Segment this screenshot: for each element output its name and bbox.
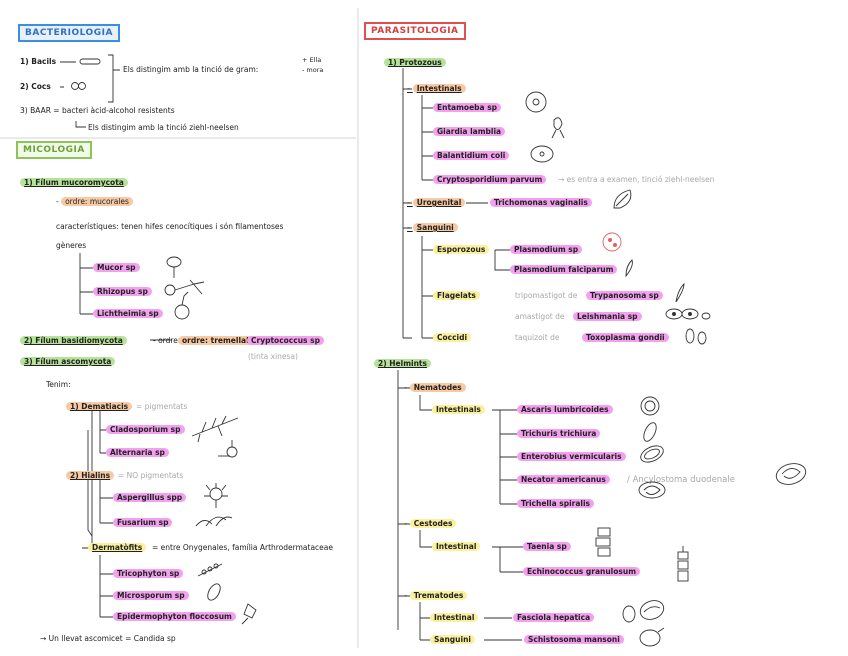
flagellate-sketch-icon bbox=[665, 282, 711, 320]
generes-label: gèneres bbox=[56, 241, 87, 250]
tricophyton: Tricophyton sp bbox=[113, 569, 184, 578]
esporozous: Esporozous bbox=[433, 245, 490, 254]
dematiacis: 1) Dematiacis bbox=[66, 402, 133, 411]
trichomonas: Trichomonas vaginalis bbox=[490, 198, 592, 207]
cladosporium: Cladosporium sp bbox=[106, 425, 185, 434]
ordre-mucorales: ordre: mucorales bbox=[61, 197, 133, 206]
rhizopus: Rhizopus sp bbox=[93, 287, 152, 296]
leishmania: Leishmania sp bbox=[573, 312, 642, 321]
giardia: Giardia lamblia bbox=[433, 127, 506, 136]
dematiacis-note: = pigmentats bbox=[136, 402, 188, 411]
protozoa-sketch-icon bbox=[525, 91, 565, 163]
necator: Necator americanus bbox=[517, 475, 610, 484]
cestodes-intestinal: Intestinal bbox=[432, 542, 481, 551]
aspergillus: Aspergillus spp bbox=[113, 493, 187, 502]
mucor: Mucor sp bbox=[93, 263, 140, 272]
protozous: 1) Protozous bbox=[384, 58, 446, 67]
dermatophyte-sketch-icon bbox=[197, 563, 257, 625]
nematode-eggs-sketch-icon bbox=[638, 396, 666, 499]
trichuris: Trichuris trichiura bbox=[517, 429, 601, 438]
entamoeba: Entamoeba sp bbox=[433, 103, 502, 112]
plasmodium-sketch-icon bbox=[602, 232, 633, 278]
gram-note: Els distingim amb la tinció de gram: bbox=[123, 65, 259, 74]
trichomonas-sketch-icon bbox=[613, 189, 632, 209]
micologia-title: MICOLOGIA bbox=[16, 141, 92, 159]
trematodes-intestinal: Intestinal bbox=[430, 613, 479, 622]
parasitologia-title: PARASITOLOGIA bbox=[364, 22, 466, 40]
fusarium: Fusarium sp bbox=[113, 518, 173, 527]
coccidi: Coccidi bbox=[433, 333, 472, 342]
echinococcus: Echinococcus granulosum bbox=[523, 567, 641, 576]
gram-positive: + Ella bbox=[302, 56, 322, 64]
cryptosporidium-note: → es entra a examen, tinció ziehl-neelse… bbox=[558, 175, 715, 184]
ordre-label: - ordre: bbox=[153, 336, 181, 345]
toxoplasma: Toxoplasma gondii bbox=[582, 333, 669, 342]
coccus-icon bbox=[71, 82, 86, 90]
flagelats: Flagelats bbox=[433, 291, 480, 300]
ascaris: Ascaris lumbricoides bbox=[517, 405, 613, 414]
filum-basidiomycota: 2) Fílum basidiomycota bbox=[20, 336, 127, 345]
trypanosoma: Trypanosoma sp bbox=[586, 291, 663, 300]
tinta-xinesa: (tinta xinesa) bbox=[248, 352, 298, 361]
toxoplasma-sketch-icon bbox=[685, 328, 707, 345]
microsporum: Microsporum sp bbox=[113, 591, 189, 600]
urogenital: Urogenital bbox=[412, 198, 466, 207]
schistosoma: Schistosoma mansoni bbox=[524, 635, 624, 644]
intestinals: Intestinals bbox=[412, 84, 466, 93]
trichella: Trichella spiralis bbox=[517, 499, 595, 508]
trematodes: Trematodes bbox=[409, 591, 468, 600]
epidermophyton: Epidermophyton floccosum bbox=[113, 612, 236, 621]
caracteristiques: característiques: tenen hifes cenocítiqu… bbox=[56, 222, 284, 231]
nematodes-intestinals: Intestinals bbox=[432, 405, 485, 414]
sanguini: Sanguini bbox=[412, 223, 458, 232]
taquizoit-note: taquizoit de bbox=[515, 333, 560, 342]
ancylostoma: / Ancylostoma duodenale bbox=[627, 475, 735, 485]
cryptococcus: Cryptococcus sp bbox=[247, 336, 324, 345]
llevat-note: → Un llevat ascomicet = Candida sp bbox=[40, 634, 176, 643]
filum-ascomycota: 3) Fílum ascomycota bbox=[20, 357, 116, 366]
plasmodium: Plasmodium sp bbox=[510, 245, 583, 254]
bacteriologia-title: BACTERIOLOGIA bbox=[18, 24, 120, 42]
bacils-label: 1) Bacils bbox=[20, 57, 57, 66]
bacillus-icon bbox=[79, 58, 101, 65]
ancylostoma-egg-icon bbox=[775, 463, 807, 485]
cryptosporidium: Cryptosporidium parvum bbox=[433, 175, 547, 184]
dematiaceous-sketch-icon bbox=[191, 415, 239, 458]
enterobius: Enterobius vermicularis bbox=[517, 452, 626, 461]
tenim-label: Tenim: bbox=[46, 380, 71, 389]
fasciola: Fasciola hepatica bbox=[513, 613, 595, 622]
trematodes-sanguini: Sanguini bbox=[430, 635, 475, 644]
cocs-label: 2) Cocs bbox=[20, 82, 51, 91]
filum-mucoromycota: 1) Fílum mucoromycota bbox=[20, 178, 128, 187]
balantidium: Balantidium coli bbox=[433, 151, 510, 160]
amastigot-note: amastigot de bbox=[515, 312, 565, 321]
cestodes: Cestodes bbox=[409, 519, 457, 528]
baar-label: 3) BAAR = bacteri àcid-alcohol resistent… bbox=[20, 106, 175, 115]
hyaline-sketch-icon bbox=[195, 483, 233, 527]
trematode-sketch-icon bbox=[622, 600, 665, 647]
fungus-sketch-icon bbox=[164, 256, 205, 320]
cestode-sketch-icon bbox=[595, 527, 689, 582]
dermatofits-note: = entre Onygenales, família Arthrodermat… bbox=[152, 543, 333, 552]
taenia: Taenia sp bbox=[523, 542, 571, 551]
gram-negative: - mora bbox=[302, 66, 324, 74]
hialins: 2) Hialins bbox=[66, 471, 115, 480]
baar-note: Els distingim amb la tinció ziehl-neelse… bbox=[88, 123, 239, 132]
alternaria: Alternaria sp bbox=[106, 448, 169, 457]
nematodes: Nematodes bbox=[409, 383, 466, 392]
hialins-note: = NO pigmentats bbox=[118, 471, 184, 480]
plasmodium-falciparum: Plasmodium falciparum bbox=[510, 265, 618, 274]
lichtheimia: Lichtheimia sp bbox=[93, 309, 163, 318]
helmints: 2) Helmints bbox=[374, 359, 431, 368]
tripomastigot-note: tripomastigot de bbox=[515, 291, 578, 300]
tremellales: ordre: tremellales bbox=[178, 336, 263, 345]
dermatofits: Dermatòfits bbox=[88, 543, 147, 552]
